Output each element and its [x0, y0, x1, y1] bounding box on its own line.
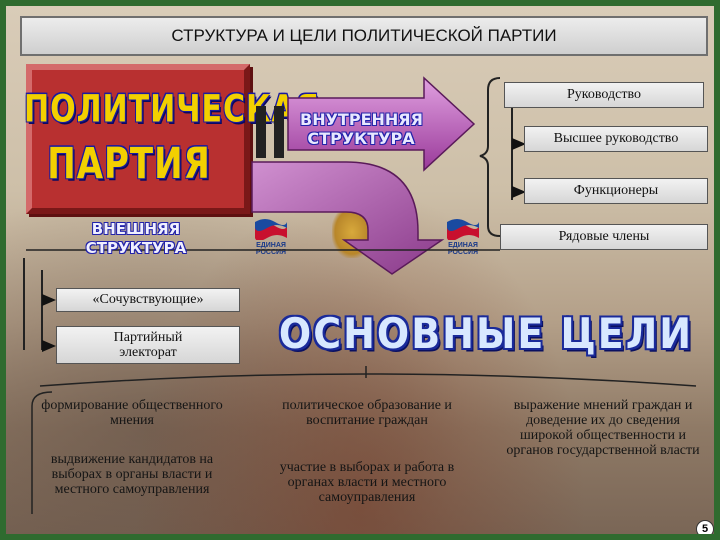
- logo-text-line2: РОССИЯ: [447, 249, 479, 256]
- goal-express-opinions: выражение мнений граждан и доведение их …: [506, 398, 700, 458]
- goals-title: ОСНОВНЫЕ ЦЕЛИ: [278, 309, 694, 358]
- level-top-leadership: Высшее руководство: [524, 126, 708, 152]
- divider-bar: [256, 106, 266, 158]
- party-logo-left: ЕДИНАЯ РОССИЯ: [252, 218, 290, 264]
- pointer-icon: [42, 294, 56, 306]
- divider-bar: [274, 106, 284, 158]
- goal-political-education: политическое образование и воспитание гр…: [282, 398, 452, 428]
- party-box: [26, 64, 250, 214]
- level-sympathizers: «Сочувствующие»: [56, 288, 240, 312]
- logo-text-line2: РОССИЯ: [255, 249, 287, 256]
- level-rank-and-file: Рядовые члены: [500, 224, 708, 250]
- pointer-icon: [42, 340, 56, 352]
- party-title-line2: ПАРТИЯ: [47, 139, 211, 189]
- level-electorate: Партийный электорат: [56, 326, 240, 364]
- arrows-graphic: [23, 76, 697, 514]
- goal-election-participation: участие в выборах и работа в органах вла…: [279, 460, 455, 505]
- right-arrow-icon: [287, 76, 476, 172]
- inner-structure-label: ВНУТРЕННЯЯ СТРУКТУРА: [300, 110, 423, 148]
- inner-bracket: [479, 77, 501, 237]
- goal-nominate-candidates: выдвижение кандидатов на выборах в орган…: [50, 452, 214, 497]
- goal-public-opinion: формирование общественного мнения: [41, 398, 223, 428]
- pointer-icon: [512, 138, 526, 150]
- level-functionaries: Функционеры: [524, 178, 708, 204]
- logo-text-line1: ЕДИНАЯ: [256, 242, 286, 249]
- party-logo-right: ЕДИНАЯ РОССИЯ: [444, 218, 482, 264]
- page-number-badge: 5: [696, 520, 714, 534]
- down-curved-arrow-icon: [251, 161, 445, 275]
- outer-structure-label: ВНЕШНЯЯ СТРУКТУРА: [85, 220, 187, 257]
- slide-title-text: СТРУКТУРА И ЦЕЛИ ПОЛИТИЧЕСКОЙ ПАРТИИ: [171, 26, 557, 45]
- pointer-icon: [512, 186, 526, 198]
- slide-title: СТРУКТУРА И ЦЕЛИ ПОЛИТИЧЕСКОЙ ПАРТИИ: [20, 16, 708, 56]
- level-leadership: Руководство: [504, 82, 704, 108]
- logo-text-line1: ЕДИНАЯ: [448, 242, 478, 249]
